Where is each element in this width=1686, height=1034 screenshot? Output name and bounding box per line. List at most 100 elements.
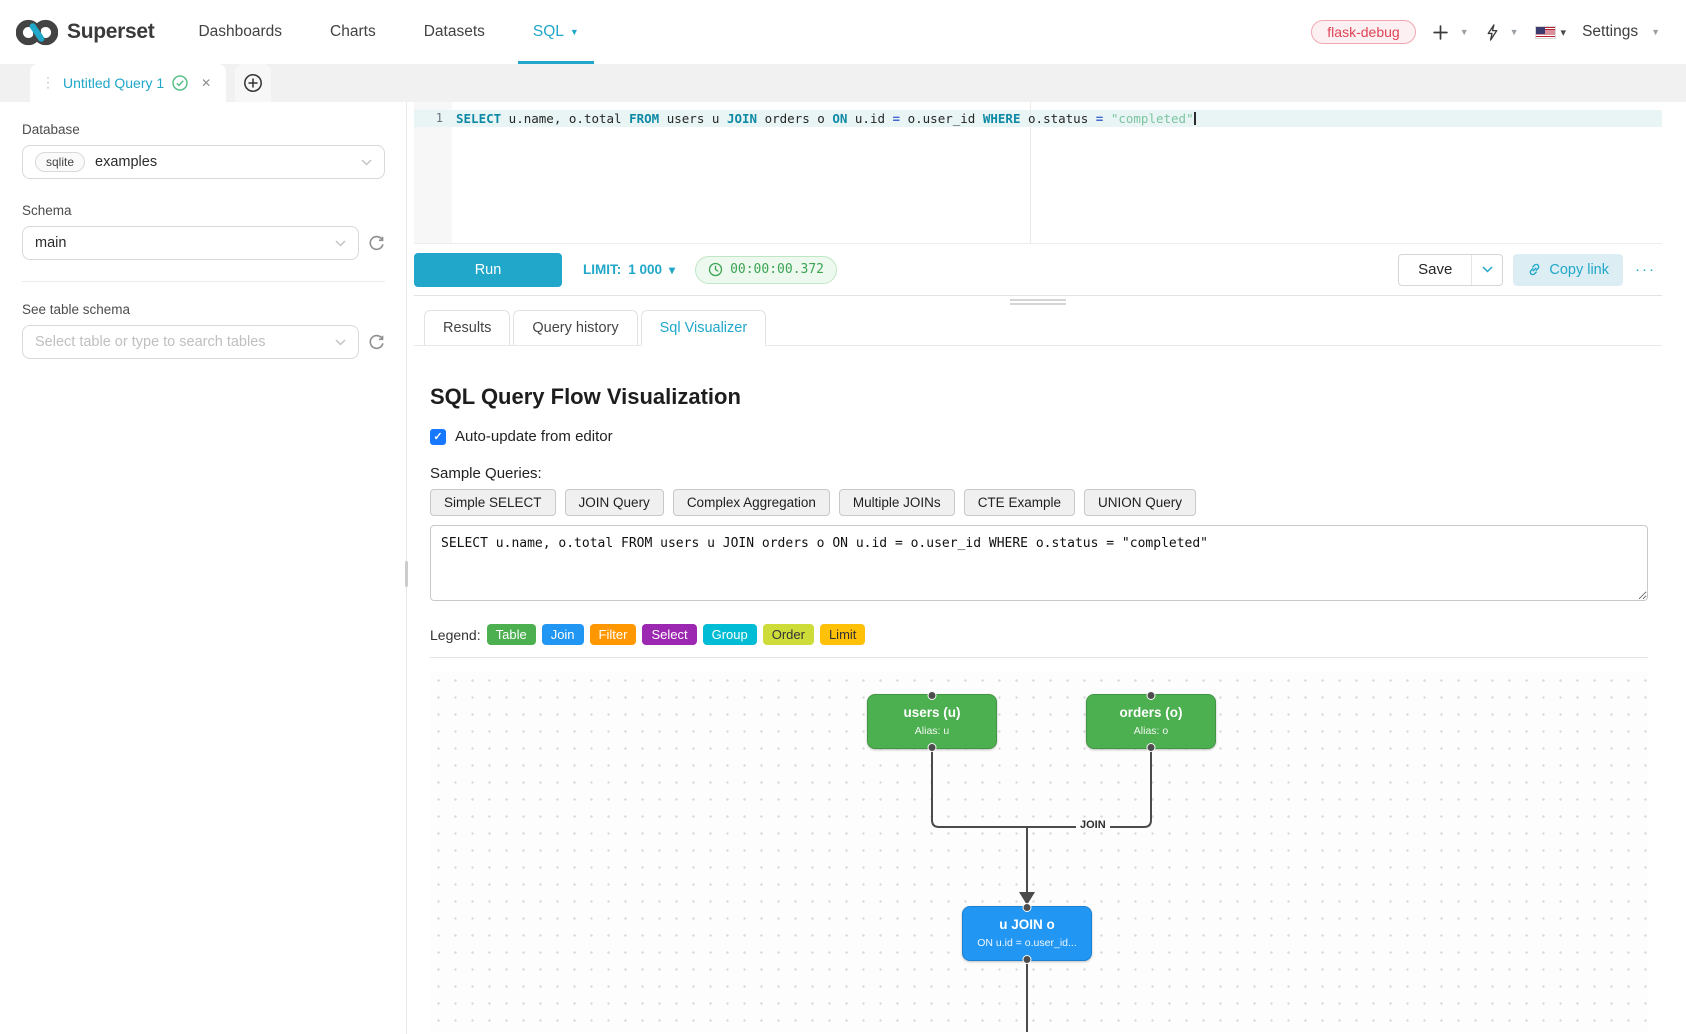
node-subtitle: ON u.id = o.user_id...: [977, 937, 1077, 949]
sqllab-sidebar: Database sqlite examples Schema main See…: [0, 102, 408, 1034]
caret-down-icon: [669, 262, 675, 277]
table-select[interactable]: Select table or type to search tables: [22, 325, 359, 359]
limit-dropdown[interactable]: LIMIT: 1 000: [583, 262, 675, 277]
plus-icon: [1432, 24, 1448, 40]
database-engine-badge: sqlite: [35, 152, 86, 172]
sql-token: o.user_id: [900, 111, 983, 126]
sql-token: o.status: [1020, 111, 1096, 126]
sql-token: =: [892, 111, 901, 126]
query-tab-active[interactable]: Untitled Query 1: [30, 64, 227, 102]
refresh-schema-icon[interactable]: [368, 235, 385, 252]
chevron-down-icon: ▼: [569, 27, 579, 37]
query-tabstrip: Untitled Query 1: [0, 64, 1686, 102]
database-select[interactable]: sqlite examples: [22, 145, 385, 179]
sample-queries-label: Sample Queries:: [430, 465, 542, 482]
chevron-down-icon: ▼: [1459, 27, 1469, 37]
sql-token: u.id: [847, 111, 893, 126]
superset-logo[interactable]: Superset: [16, 18, 155, 47]
sample-query-button-cte-example[interactable]: CTE Example: [963, 489, 1075, 516]
clock-icon: [708, 262, 723, 277]
table-schema-label: See table schema: [22, 302, 131, 317]
copy-link-button[interactable]: Copy link: [1513, 253, 1623, 286]
chevron-down-icon: ▼: [1651, 27, 1660, 37]
sample-query-button-join-query[interactable]: JOIN Query: [564, 489, 664, 516]
node-title: u JOIN o: [999, 917, 1055, 932]
chevron-down-icon: [335, 239, 346, 247]
lightning-icon: [1487, 23, 1497, 41]
save-button[interactable]: Save: [1399, 254, 1473, 285]
environment-tag: flask-debug: [1311, 20, 1416, 44]
nav-charts[interactable]: Charts: [330, 23, 376, 40]
legend-badge-order: Order: [762, 624, 814, 645]
sample-query-button-union-query[interactable]: UNION Query: [1083, 489, 1196, 516]
sample-query-button-multiple-joins[interactable]: Multiple JOINs: [838, 489, 955, 516]
tab-query-history[interactable]: Query history: [513, 310, 638, 345]
flow-node-orders[interactable]: orders (o) Alias: o: [1086, 694, 1216, 749]
edge-label-join: JOIN: [1076, 819, 1110, 831]
sql-token: FROM: [629, 111, 660, 126]
drag-handle-icon[interactable]: [41, 74, 55, 92]
feature-flags-menu[interactable]: ▼: [1485, 23, 1519, 41]
sql-editor[interactable]: 1 SELECT u.name, o.total FROM users u JO…: [414, 102, 1662, 244]
sample-query-button-complex-aggregation[interactable]: Complex Aggregation: [672, 489, 830, 516]
refresh-tables-icon[interactable]: [368, 334, 385, 351]
chevron-down-icon: [361, 158, 372, 166]
settings-menu[interactable]: Settings ▼: [1582, 23, 1660, 41]
flow-node-users[interactable]: users (u) Alias: u: [867, 694, 997, 749]
legend-badge-filter: Filter: [589, 624, 637, 645]
navbar-right: flask-debug ▼ ▼ Settings ▼: [1311, 20, 1660, 44]
sql-token: [1103, 111, 1111, 126]
schema-select[interactable]: main: [22, 226, 359, 260]
flow-node-join[interactable]: u JOIN o ON u.id = o.user_id...: [962, 906, 1092, 961]
nav-dashboards[interactable]: Dashboards: [198, 23, 283, 40]
settings-label: Settings: [1582, 23, 1639, 40]
main-nav: Dashboards Charts Datasets SQL ▼: [198, 0, 594, 64]
limit-label: LIMIT:: [583, 262, 622, 277]
navbar: Superset Dashboards Charts Datasets SQL …: [0, 0, 1686, 64]
sidebar-resize-handle[interactable]: [405, 561, 408, 587]
run-button[interactable]: Run: [414, 252, 562, 287]
query-saved-check-icon: [172, 75, 188, 91]
auto-update-checkbox[interactable]: [430, 428, 446, 445]
sql-token: =: [1095, 111, 1104, 126]
editor-line-number: 1: [435, 111, 443, 125]
chevron-down-icon: [335, 338, 346, 346]
divider: [22, 281, 385, 282]
us-flag-icon: [1534, 25, 1556, 39]
flow-canvas[interactable]: JOIN users (u) Alias: u orders (o) Alias…: [430, 672, 1648, 1032]
query-tab-label: Untitled Query 1: [63, 75, 165, 91]
save-split-button: Save: [1398, 253, 1504, 286]
close-icon[interactable]: [201, 74, 211, 92]
sql-token: users u: [659, 111, 727, 126]
sql-token: "completed": [1110, 111, 1194, 126]
sample-query-button-simple-select[interactable]: Simple SELECT: [430, 489, 556, 516]
tab-results[interactable]: Results: [424, 310, 511, 345]
new-query-tab-button[interactable]: [235, 64, 272, 102]
legend-badge-group: Group: [702, 624, 757, 645]
editor-active-line: [414, 110, 1662, 127]
brand-name: Superset: [67, 20, 155, 43]
node-subtitle: Alias: u: [914, 725, 950, 737]
auto-update-label: Auto-update from editor: [455, 428, 613, 445]
sqllab-main: 1 SELECT u.name, o.total FROM users u JO…: [414, 102, 1662, 1034]
legend-badge-limit: Limit: [819, 624, 866, 645]
timer-value: 00:00:00.372: [730, 262, 824, 277]
sql-token: u.name, o.total: [501, 111, 630, 126]
tab-sql-visualizer[interactable]: Sql Visualizer: [640, 310, 767, 346]
plus-circle-icon: [244, 74, 263, 92]
database-label: Database: [22, 122, 80, 137]
editor-toolbar: Run LIMIT: 1 000 00:00:00.372 Save: [414, 244, 1662, 295]
add-menu[interactable]: ▼: [1432, 24, 1469, 41]
language-picker[interactable]: [1534, 23, 1567, 41]
sql-input-textarea[interactable]: SELECT u.name, o.total FROM users u JOIN…: [430, 525, 1648, 601]
more-options-button[interactable]: ···: [1635, 261, 1656, 278]
nav-datasets[interactable]: Datasets: [423, 23, 485, 40]
save-options-chevron[interactable]: [1472, 255, 1502, 285]
schema-label: Schema: [22, 203, 72, 218]
south-pane-tabs: Results Query history Sql Visualizer: [414, 310, 1662, 346]
pane-resize-handle[interactable]: [414, 296, 1662, 308]
nav-sql[interactable]: SQL ▼: [517, 0, 594, 64]
schema-value: main: [35, 235, 67, 251]
sql-token: SELECT: [456, 111, 502, 126]
legend-badge-table: Table: [486, 624, 536, 645]
